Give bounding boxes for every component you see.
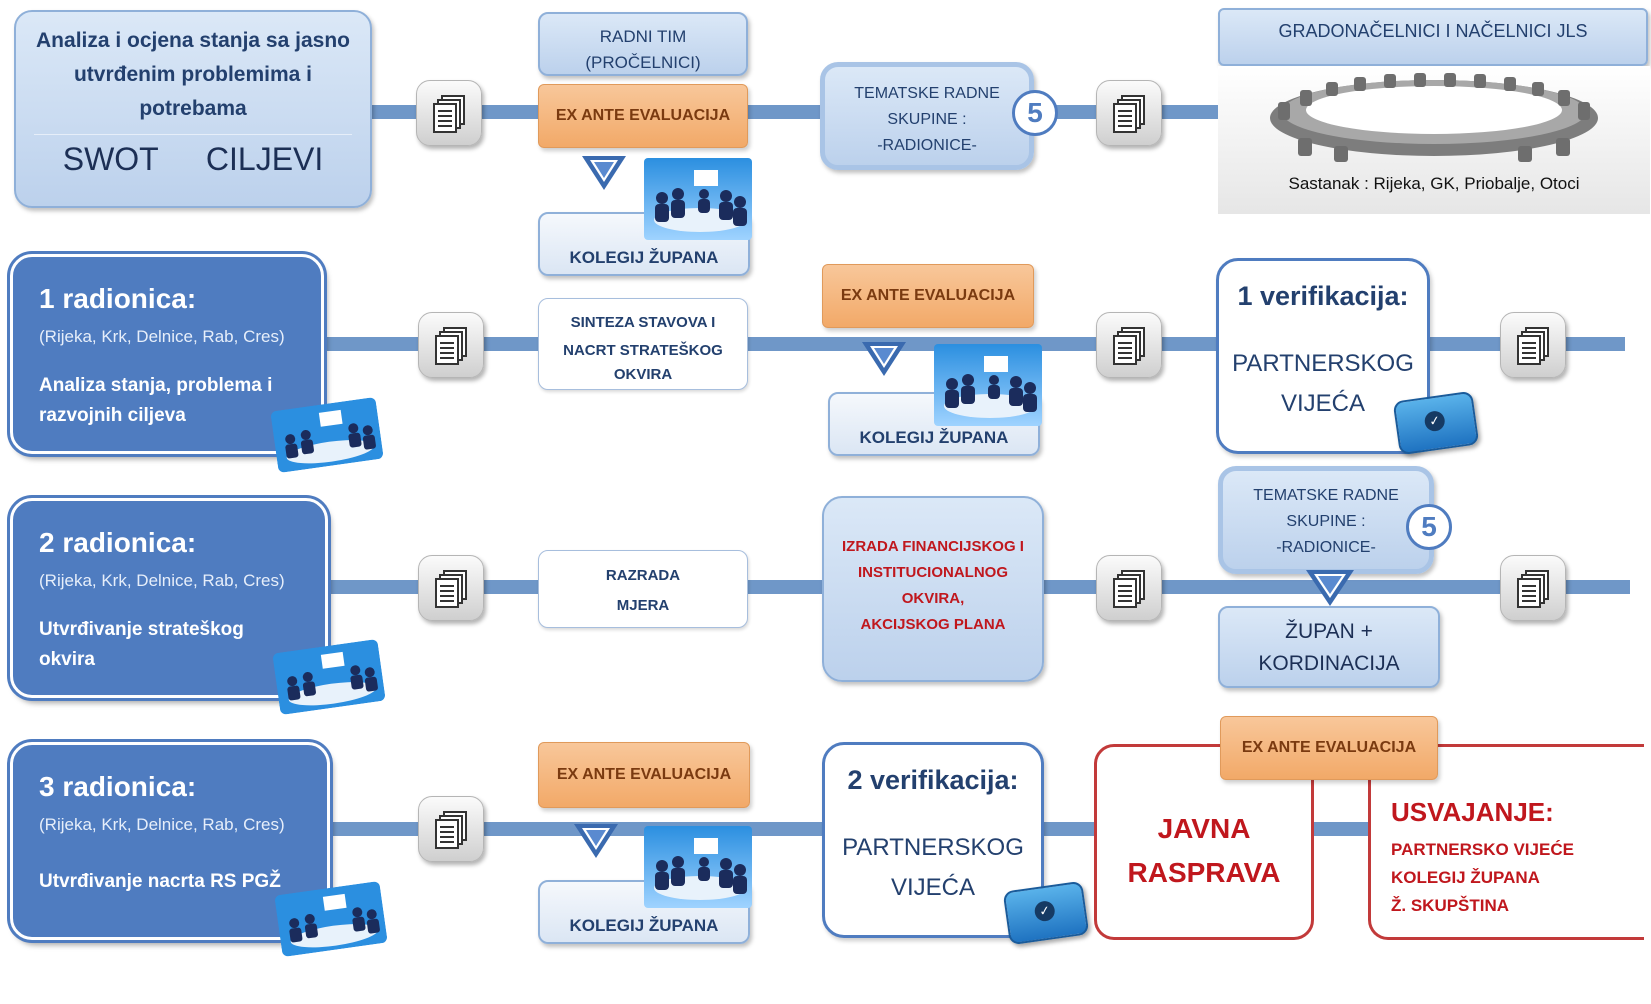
analysis-divider xyxy=(34,134,352,135)
conference-table-area: Sastanak : Rijeka, GK, Priobalje, Otoci xyxy=(1218,66,1650,214)
ex-ante-box-row4-right: EX ANTE EVALUACIJA xyxy=(1220,716,1438,780)
document-stack-icon xyxy=(1096,555,1162,621)
usvajanje-item: KOLEGIJ ŽUPANA xyxy=(1391,868,1540,887)
document-stack-icon xyxy=(418,555,484,621)
sinteza-box: SINTEZA STAVOVA I NACRT STRATEŠKOG OKVIR… xyxy=(538,298,748,390)
kordinacija-label: KORDINACIJA xyxy=(1258,652,1400,675)
checkmark-icon: ✓ xyxy=(1392,390,1480,456)
partnerskog-label: PARTNERSKOG xyxy=(842,834,1024,861)
sastanak-label: Sastanak : Rijeka, GK, Priobalje, Otoci xyxy=(1288,174,1580,193)
verifikacija-1-box: 1 verifikacija: PARTNERSKOG VIJEĆA xyxy=(1216,258,1430,454)
verifikacija-2-title: 2 verifikacija: xyxy=(847,765,1019,795)
radionica-2-desc-2: okvira xyxy=(39,649,95,670)
tematske-label: TEMATSKE RADNE xyxy=(854,85,1000,102)
radionica-2-desc: Utvrđivanje strateškog xyxy=(39,619,244,640)
usvajanje-title: USVAJANJE: xyxy=(1391,797,1554,827)
meeting-scene-icon xyxy=(272,639,386,715)
usvajanje-item: Ž. SKUPŠTINA xyxy=(1391,896,1510,915)
usvajanje-box: USVAJANJE: PARTNERSKO VIJEĆE KOLEGIJ ŽUP… xyxy=(1368,744,1644,940)
radionica-2-title: 2 radionica: xyxy=(39,527,197,558)
verifikacija-2-box: 2 verifikacija: PARTNERSKOG VIJEĆA xyxy=(822,742,1044,938)
radionica-1-title: 1 radionica: xyxy=(39,283,197,314)
document-stack-icon xyxy=(1096,80,1162,146)
swot-label: SWOT xyxy=(62,141,159,177)
radionica-1-desc-2: razvojnih ciljeva xyxy=(39,405,186,426)
tematske-box-row1: TEMATSKE RADNE SKUPINE : -RADIONICE- xyxy=(820,62,1034,170)
razrada-box: RAZRADA MJERA xyxy=(538,550,748,628)
okvira-label: OKVIRA xyxy=(613,366,673,383)
document-stack-icon xyxy=(1096,312,1162,378)
ex-ante-box-row1: EX ANTE EVALUACIJA xyxy=(538,84,748,148)
document-stack-icon xyxy=(416,80,482,146)
izrada-box: IZRADA FINANCIJSKOG I INSTITUCIONALNOG O… xyxy=(822,496,1044,682)
partnerskog-label: PARTNERSKOG xyxy=(1232,350,1414,377)
ex-ante-label: EX ANTE EVALUACIJA xyxy=(1241,739,1417,756)
radionica-1-locations: (Rijeka, Krk, Delnice, Rab, Cres) xyxy=(39,327,285,346)
skupine-label: SKUPINE : xyxy=(887,111,967,128)
count-badge-row1: 5 xyxy=(1012,90,1058,136)
usvajanje-item: PARTNERSKO VIJEĆE xyxy=(1391,840,1574,859)
ex-ante-label: EX ANTE EVALUACIJA xyxy=(555,107,731,124)
meeting-scene-icon xyxy=(934,344,1042,426)
document-stack-icon xyxy=(418,796,484,862)
ciljevi-label: CILJEVI xyxy=(205,141,324,177)
radni-tim-label: RADNI TIM xyxy=(599,27,687,46)
akcijskog-plana-label: AKCIJSKOG PLANA xyxy=(860,616,1006,633)
ex-ante-label: EX ANTE EVALUACIJA xyxy=(840,287,1016,304)
radionica-2-locations: (Rijeka, Krk, Delnice, Rab, Cres) xyxy=(39,571,285,590)
verifikacija-1-title: 1 verifikacija: xyxy=(1237,281,1409,311)
razrada-label: RAZRADA xyxy=(605,567,681,584)
zupan-label: ŽUPAN + xyxy=(1285,620,1373,643)
vijeca-label: VIJEĆA xyxy=(890,874,976,901)
meeting-scene-icon xyxy=(644,158,752,240)
radionica-3-locations: (Rijeka, Krk, Delnice, Rab, Cres) xyxy=(39,815,285,834)
kolegij-label: KOLEGIJ ŽUPANA xyxy=(569,916,719,935)
radionice-label: -RADIONICE- xyxy=(1276,539,1376,556)
document-stack-icon xyxy=(418,312,484,378)
kolegij-label: KOLEGIJ ŽUPANA xyxy=(859,428,1009,447)
gradonacelnici-label: GRADONAČELNICI I NAČELNICI JLS xyxy=(1278,21,1588,41)
radni-tim-box: RADNI TIM (PROČELNICI) xyxy=(538,12,748,76)
zupan-box: ŽUPAN + KORDINACIJA xyxy=(1218,606,1440,688)
mjera-label: MJERA xyxy=(616,597,670,614)
gradonacelnici-box: GRADONAČELNICI I NAČELNICI JLS xyxy=(1218,8,1648,66)
analysis-box: Analiza i ocjena stanja sa jasno utvrđen… xyxy=(14,10,372,208)
checkmark-icon: ✓ xyxy=(1002,880,1090,946)
procelnici-label: (PROČELNICI) xyxy=(585,53,701,72)
ex-ante-box-row4: EX ANTE EVALUACIJA xyxy=(538,742,750,808)
meeting-scene-icon xyxy=(644,826,752,908)
sinteza-label: SINTEZA STAVOVA I xyxy=(570,314,716,331)
rasprava-label: RASPRAVA xyxy=(1127,857,1281,888)
radionica-3-title: 3 radionica: xyxy=(39,771,197,802)
document-stack-icon xyxy=(1500,312,1566,378)
document-stack-icon xyxy=(1500,555,1566,621)
javna-label: JAVNA xyxy=(1157,813,1251,844)
ex-ante-label: EX ANTE EVALUACIJA xyxy=(556,766,732,783)
count-badge-row3: 5 xyxy=(1406,504,1452,550)
tematske-box-row3: TEMATSKE RADNE SKUPINE : -RADIONICE- xyxy=(1218,466,1434,574)
nacrt-label: NACRT STRATEŠKOG xyxy=(563,342,723,359)
tematske-label: TEMATSKE RADNE xyxy=(1253,487,1399,504)
kolegij-label: KOLEGIJ ŽUPANA xyxy=(569,248,719,267)
radionice-label: -RADIONICE- xyxy=(877,137,977,154)
ex-ante-box-row2: EX ANTE EVALUACIJA xyxy=(822,264,1034,328)
radionica-1-desc: Analiza stanja, problema i xyxy=(39,375,273,396)
institucionalnog-label: INSTITUCIONALNOG xyxy=(858,564,1008,581)
skupine-label: SKUPINE : xyxy=(1286,513,1366,530)
okvira-label: OKVIRA, xyxy=(901,590,965,607)
analysis-title: Analiza i ocjena stanja sa jasno utvrđen… xyxy=(36,29,350,120)
vijeca-label: VIJEĆA xyxy=(1280,390,1366,417)
meeting-scene-icon xyxy=(274,881,388,957)
meeting-scene-icon xyxy=(270,397,384,473)
radionica-3-desc: Utvrđivanje nacrta RS PGŽ xyxy=(39,871,281,892)
conference-table-icon xyxy=(1270,73,1598,162)
izrada-label: IZRADA FINANCIJSKOG I xyxy=(842,538,1024,555)
